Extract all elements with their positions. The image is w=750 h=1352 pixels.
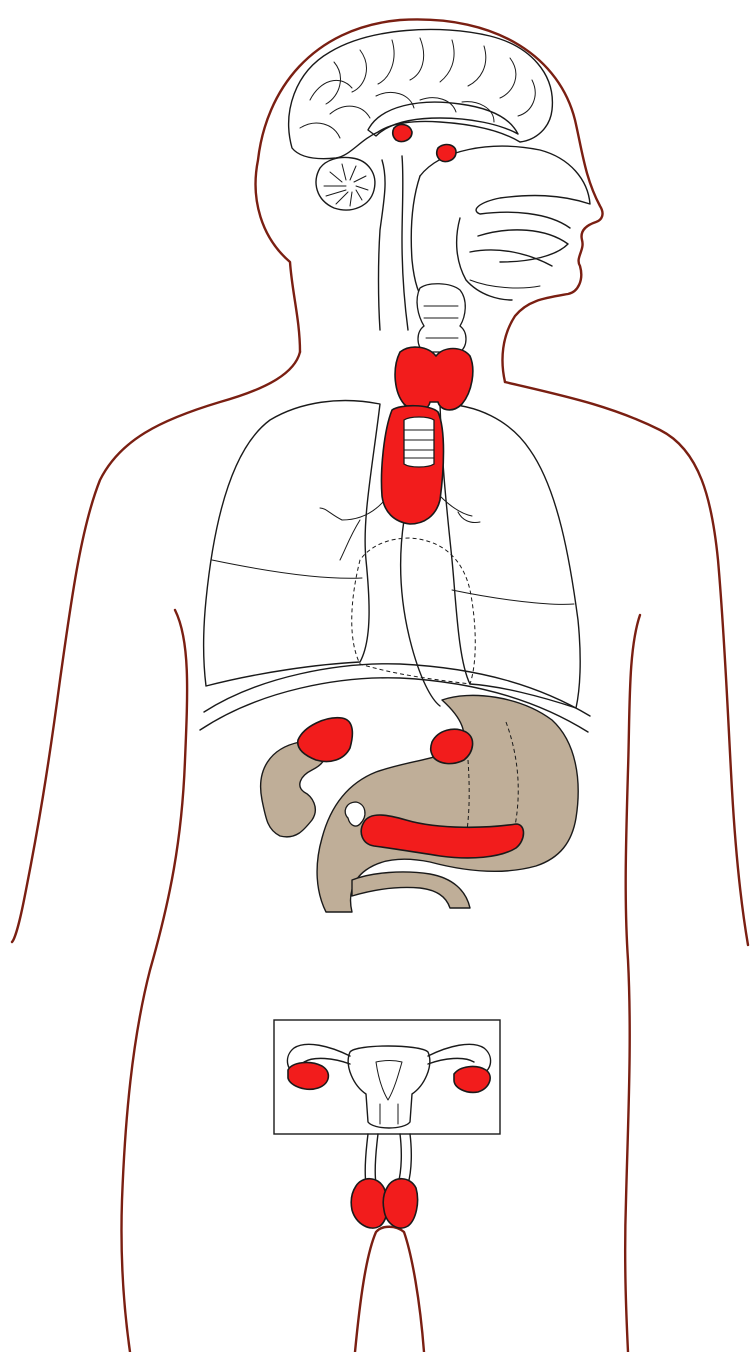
cerebrum-folds bbox=[300, 38, 535, 138]
ovary-right bbox=[454, 1067, 490, 1093]
pharynx bbox=[411, 176, 512, 302]
ovary-left bbox=[288, 1063, 328, 1090]
brain bbox=[289, 29, 553, 330]
left-shoulder-and-arm-outline bbox=[12, 352, 300, 942]
lung-fissures bbox=[212, 560, 574, 604]
male-reproductive bbox=[365, 1134, 411, 1184]
pineal-gland bbox=[393, 125, 412, 142]
right-lung bbox=[440, 404, 580, 708]
left-lung bbox=[204, 401, 380, 686]
trachea-rings bbox=[404, 417, 434, 467]
inner-thigh-outline bbox=[355, 1227, 424, 1352]
cerebrum-outline bbox=[289, 29, 553, 158]
cerebellum-folds bbox=[324, 164, 368, 206]
spermatic-cords bbox=[365, 1134, 411, 1184]
thyroid-gland bbox=[395, 347, 473, 411]
brainstem bbox=[379, 156, 409, 330]
nasal-cavity bbox=[420, 146, 590, 266]
testis-left bbox=[351, 1179, 387, 1228]
adrenal-gland-right bbox=[431, 729, 473, 763]
left-torso-side-outline bbox=[121, 610, 187, 1352]
larynx-trachea bbox=[417, 284, 466, 352]
head-structures bbox=[411, 146, 590, 302]
oral-cavity-tongue bbox=[470, 280, 540, 288]
adrenal-gland-left bbox=[298, 718, 353, 762]
cerebellum-outline bbox=[316, 157, 375, 210]
right-torso-side-outline bbox=[625, 615, 640, 1352]
body-outline bbox=[12, 19, 748, 1352]
pituitary-gland bbox=[437, 145, 456, 162]
duodenum bbox=[352, 872, 470, 908]
testis-right bbox=[383, 1179, 417, 1228]
